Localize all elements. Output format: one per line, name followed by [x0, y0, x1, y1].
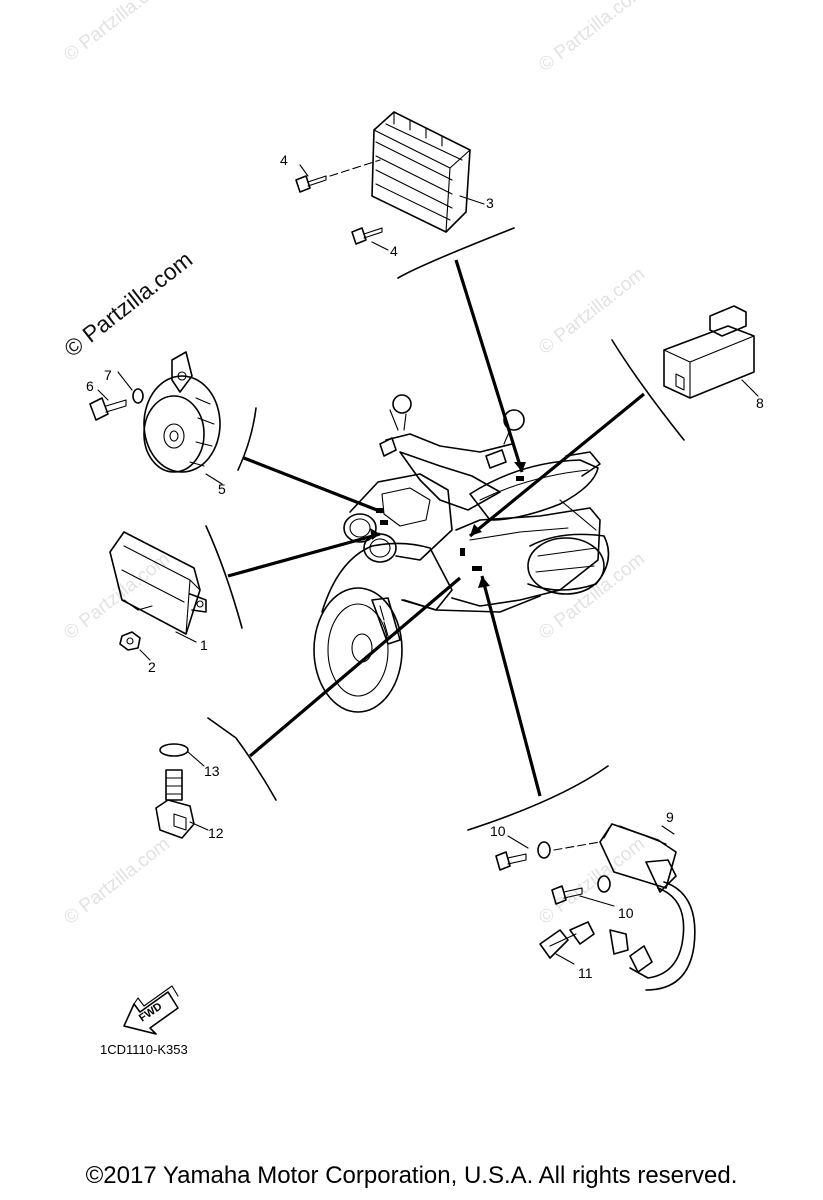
watermark: © Partzilla.com: [60, 834, 174, 929]
bolt-lower[interactable]: [351, 227, 383, 245]
horn-bolt[interactable]: [89, 397, 127, 421]
callout-8: 8: [756, 395, 764, 411]
location-mark: [376, 508, 384, 513]
coil-bolt-lower[interactable]: [551, 885, 583, 905]
callout-3: 3: [486, 195, 494, 211]
arrowhead: [514, 462, 526, 472]
neutral-switch[interactable]: [155, 769, 195, 839]
watermark-main: © Partzilla.com: [59, 246, 197, 362]
watermark: © Partzilla.com: [60, 0, 174, 66]
callout-4-lower: 4: [390, 243, 398, 259]
diagram-code: 1CD1110-K353: [100, 1042, 188, 1057]
switch-gasket[interactable]: [159, 743, 189, 757]
arrowhead: [370, 528, 380, 540]
watermark: © Partzilla.com: [535, 264, 649, 359]
rectifier-regulator[interactable]: [371, 111, 471, 233]
callout-9: 9: [666, 809, 674, 825]
location-mark: [380, 520, 388, 525]
fwd-arrow: FWD: [123, 985, 179, 1035]
location-mark: [472, 566, 482, 571]
callout-5: 5: [218, 481, 226, 497]
coil-bolt-upper[interactable]: [495, 851, 527, 871]
horn[interactable]: [143, 351, 221, 473]
leader-connector: [468, 392, 646, 538]
callout-10-upper: 10: [490, 823, 506, 839]
ignitor-unit[interactable]: [109, 531, 207, 635]
watermark: © Partzilla.com: [535, 0, 649, 76]
callout-6: 6: [86, 378, 94, 394]
watermark: © Partzilla.com: [535, 549, 649, 644]
leader-coil: [480, 575, 542, 797]
callout-10-lower: 10: [618, 905, 634, 921]
arrowhead: [478, 576, 490, 588]
watermark-group: © Partzilla.com © Partzilla.com © Partzi…: [60, 0, 649, 929]
horn-washer[interactable]: [132, 388, 144, 404]
leader-horn: [243, 456, 383, 514]
leader-switch: [248, 576, 462, 758]
callout-7: 7: [104, 367, 112, 383]
callout-13: 13: [204, 763, 220, 779]
coil-washer-lower[interactable]: [597, 875, 611, 893]
callout-1: 1: [200, 637, 208, 653]
leader-regulator: [454, 259, 524, 473]
spark-plug-cap[interactable]: [539, 921, 595, 959]
callout-2: 2: [148, 659, 156, 675]
bolt-upper[interactable]: [295, 159, 381, 193]
coupler-connector[interactable]: [663, 305, 755, 399]
location-mark: [516, 476, 524, 481]
location-mark: [460, 548, 465, 556]
copyright-notice: ©2017 Yamaha Motor Corporation, U.S.A. A…: [85, 1162, 738, 1189]
coil-washer-upper[interactable]: [537, 841, 551, 859]
callout-11: 11: [578, 965, 593, 981]
ignition-coil[interactable]: [599, 823, 696, 991]
callout-4-upper: 4: [280, 152, 288, 168]
ignitor-nut[interactable]: [119, 631, 141, 651]
callout-12: 12: [208, 825, 224, 841]
arrowhead: [470, 524, 482, 536]
